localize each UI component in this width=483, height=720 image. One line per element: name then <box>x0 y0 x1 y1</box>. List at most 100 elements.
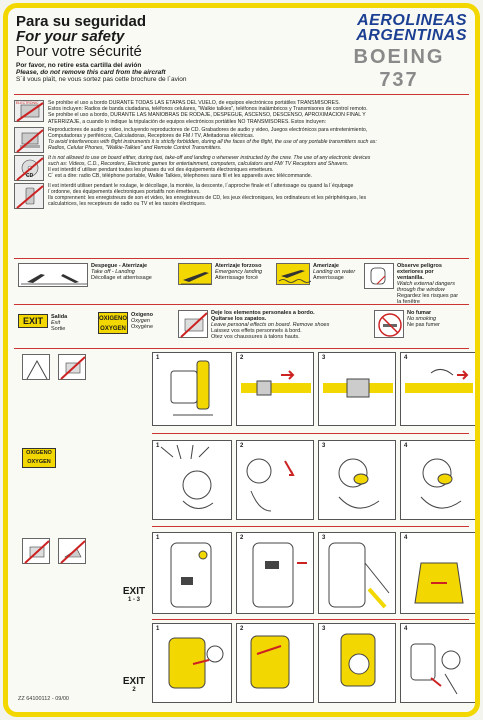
step-number: 1 <box>156 443 160 449</box>
divider <box>14 258 469 259</box>
no-electronic-icon: ELECTRONIC <box>14 100 44 122</box>
electronics-row-1: ELECTRONIC Se prohibe el uso a bordo DUR… <box>14 100 472 125</box>
rule-es-1b: Estos incluyen: Radios de banda ciudadan… <box>48 106 368 113</box>
items-en: Leave personal effects on board. Remove … <box>211 322 330 328</box>
items-fr2: Otez vos chaussures à talons hauts. <box>211 334 300 340</box>
step-number: 2 <box>240 626 244 632</box>
title-es: Para su seguridad <box>16 13 147 30</box>
oxygen-row-sign: OXIGENO OXYGEN <box>22 448 56 468</box>
items-es: Deje los elementos personales a bordo. <box>211 310 315 316</box>
phase-es: Amerizaje <box>313 263 339 269</box>
no-heels-icon <box>58 538 86 564</box>
phase-en: Watch external dangers through the windo… <box>397 281 455 293</box>
step-number: 2 <box>240 355 244 361</box>
takeoff-landing-icon <box>18 263 88 287</box>
icon-label: CD <box>26 172 34 179</box>
rule-en-1: To avoid interferences with flight instr… <box>48 139 377 146</box>
no-smoking-sign: No fumar No smoking Ne pas fumer <box>374 310 440 338</box>
phase-label: Aterrizaje forzoso Emergency landing Att… <box>215 263 262 285</box>
rule-es-2: Se prohibe el uso a bordo, DURANTE LAS M… <box>48 112 366 119</box>
exit-label: Salida Exit Sortie <box>51 314 67 332</box>
door-step-4: 4 <box>400 532 475 614</box>
oxygen-step-1: 1 <box>152 440 232 520</box>
oxygen-step-3: 3 <box>318 440 396 520</box>
divider <box>152 619 469 620</box>
window-icon <box>364 263 394 289</box>
oxygen-en: Oxygen <box>131 318 150 324</box>
phase-es: Observe peligros exteriores por ventanil… <box>397 263 442 281</box>
door-step-3: 3 <box>318 532 396 614</box>
door-step-2: 2 <box>236 532 314 614</box>
no-shoes-icon <box>178 310 208 338</box>
phase-en: Take off - Landing <box>91 269 135 275</box>
step-number: 1 <box>156 626 160 632</box>
items-es2: Quitarse los zapatos. <box>211 316 267 322</box>
electronics-row-3: CD It is not allowed to use on board eit… <box>14 154 472 181</box>
divider <box>14 94 469 95</box>
phase-label: Observe peligros exteriores por ventanil… <box>397 263 461 305</box>
rule-fr-1: Il est interdit d´utiliser pendant toute… <box>48 167 274 174</box>
oxygen-label: Oxigeno Oxygen Oxygène <box>131 312 153 334</box>
phase-takeoff: Despegue - Aterrizaje Take off - Landing… <box>18 263 152 287</box>
exit-1-3-title: EXIT <box>122 586 146 597</box>
rule-fr-1b: C´ est a dire: radio CB, téléphone porta… <box>48 173 313 180</box>
exit-fr: Sortie <box>51 326 66 332</box>
electronics-row-2: Reproductores de audio y video, incluyen… <box>14 126 472 153</box>
brand-line2: ARGENTINAS <box>356 27 467 44</box>
items-label: Deje los elementos personales a bordo. Q… <box>211 310 371 340</box>
electronics-section: ELECTRONIC Se prohibe el uso a bordo DUR… <box>14 100 472 211</box>
electronics-row-4: Il est interdit utiliser pendant le roul… <box>14 182 472 209</box>
step-number: 3 <box>322 535 326 541</box>
rule-es-2d: Computadoras y periféricos, Calculadoras… <box>48 133 255 140</box>
rule-en-2b: such as: Videos, C.D., Recorders, Electr… <box>48 161 349 168</box>
rule-fr-2d: calculatrices, les recepteurs de radio o… <box>48 201 207 208</box>
smoke-en: No smoking <box>407 316 437 322</box>
phase-window: Observe peligros exteriores por ventanil… <box>364 263 461 305</box>
rule-es-2c: Reproductores de audio y video, incluyen… <box>48 126 368 133</box>
phase-label: Despegue - Aterrizaje Take off - Landing… <box>91 263 152 287</box>
rule-fr-2: Il est interdit utiliser pendant le roul… <box>48 182 354 189</box>
phase-fr: Regardez les risques par la fenêtre <box>397 293 459 305</box>
exit-sign: EXIT Salida Exit Sortie <box>18 314 67 332</box>
emergency-landing-icon <box>178 263 212 285</box>
window-exit-step-1: 1 <box>152 623 232 703</box>
no-bag-icon <box>58 354 86 380</box>
exit-1-3-label: EXIT 1 - 3 <box>116 586 152 603</box>
seatbelt-step-3: 3 <box>318 352 396 426</box>
icon-label: ELECTRONIC <box>16 101 39 105</box>
phase-fr: Décollage et atterrissage <box>91 275 152 281</box>
smoking-label: No fumar No smoking Ne pas fumer <box>407 310 440 338</box>
step-number: 3 <box>322 443 326 449</box>
rule-en-1b: Radios, Celular Phones, "Walkie-Talkies"… <box>48 145 222 152</box>
rule-en-2: It is not allowed to use on board either… <box>48 154 371 161</box>
note-en: Please, do not remove this card from the… <box>16 69 166 76</box>
seatbelt-step-4: 4 <box>400 352 475 426</box>
header: Para su seguridad For your safety Pour v… <box>16 14 316 83</box>
phase-fr: Atterrissage forcé <box>215 275 259 281</box>
personal-items-sign: Deje los elementos personales a bordo. Q… <box>178 310 371 340</box>
rule-fr-2b: l´ordonne, des équipements électroniques… <box>48 189 201 196</box>
exit-2-sub: 2 <box>132 687 136 693</box>
step-number: 4 <box>404 535 408 541</box>
exit-1-3-sub: 1 - 3 <box>127 597 140 603</box>
brace-position-icon <box>22 354 50 380</box>
oxygen-es: Oxigeno <box>131 312 154 318</box>
phase-emergency: Aterrizaje forzoso Emergency landing Att… <box>178 263 262 285</box>
door-step-1: 1 <box>152 532 232 614</box>
card-code: ZZ 64100112 - 09/00 <box>18 696 69 702</box>
divider <box>14 304 469 305</box>
divider <box>152 433 469 434</box>
oxygen-sign-box: OXIGENO OXYGEN <box>98 312 128 334</box>
window-exit-step-2: 2 <box>236 623 314 703</box>
oxygen-step-2: 2 <box>236 440 314 520</box>
airline-brand: AEROLINEAS ARGENTINAS BOEING 737 <box>317 13 467 92</box>
window-exit-step-3: 3 <box>318 623 396 703</box>
no-slide-bag-icon <box>22 538 50 564</box>
step-number: 4 <box>404 355 408 361</box>
divider <box>14 348 469 349</box>
window-exit-step-4: 4 <box>400 623 475 703</box>
brand-line1: AEROLINEAS <box>357 12 467 29</box>
step-number: 3 <box>322 355 326 361</box>
step-number: 2 <box>240 443 244 449</box>
phase-fr: Amerrissage <box>313 275 344 281</box>
